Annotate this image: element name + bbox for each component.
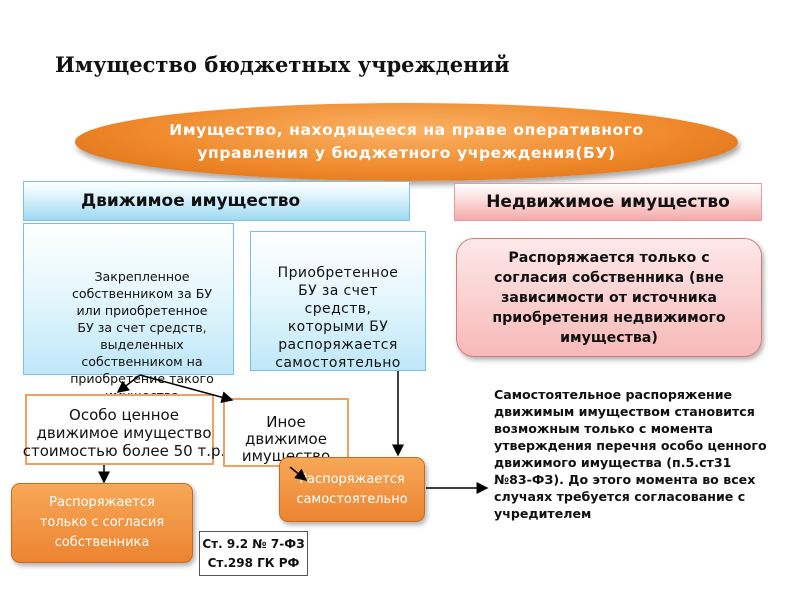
law-reference-1: Ст. 9.2 № 7-ФЗ [202, 536, 305, 551]
independent-disposal-text: Распоряжается самостоятельно [296, 471, 408, 507]
top-oval: Имущество, находящееся на праве оператив… [75, 103, 738, 181]
arrow-to-valuable [116, 374, 141, 393]
movable-acquired-box: Приобретенное БУ за счет средств, которы… [250, 231, 426, 371]
owner-consent-box: Распоряжается только с согласия собствен… [11, 483, 193, 563]
other-movable-box: Иное движимое имущество [223, 398, 349, 467]
arrow-other-to-independent [289, 466, 308, 481]
movable-assigned-box: Закрепленное собственником за БУ или при… [23, 223, 234, 403]
movable-property-header: Движимое имущество [23, 181, 410, 221]
page-title: Имущество бюджетных учреждений [55, 52, 510, 77]
immovable-rule-box: Распоряжается только с согласия собствен… [456, 238, 762, 357]
arrow-to-other [139, 374, 234, 404]
independent-disposal-box: Распоряжается самостоятельно [279, 457, 425, 522]
immovable-rule-text: Распоряжается только с согласия собствен… [492, 249, 726, 346]
owner-consent-text: Распоряжается только с согласия собствен… [39, 495, 165, 550]
movable-acquired-text: Приобретенное БУ за счет средств, которы… [275, 265, 401, 371]
law-reference-2: Ст.298 ГК РФ [207, 555, 300, 570]
top-oval-text: Имущество, находящееся на праве оператив… [169, 121, 644, 162]
immovable-property-header: Недвижимое имущество [454, 183, 762, 221]
law-references: Ст. 9.2 № 7-ФЗ Ст.298 ГК РФ [199, 531, 308, 576]
explanatory-note: Самостоятельное распоряжение движимым им… [494, 387, 767, 521]
especially-valuable-text: Особо ценное движимое имущество стоимост… [22, 406, 226, 460]
especially-valuable-box: Особо ценное движимое имущество стоимост… [23, 394, 225, 465]
